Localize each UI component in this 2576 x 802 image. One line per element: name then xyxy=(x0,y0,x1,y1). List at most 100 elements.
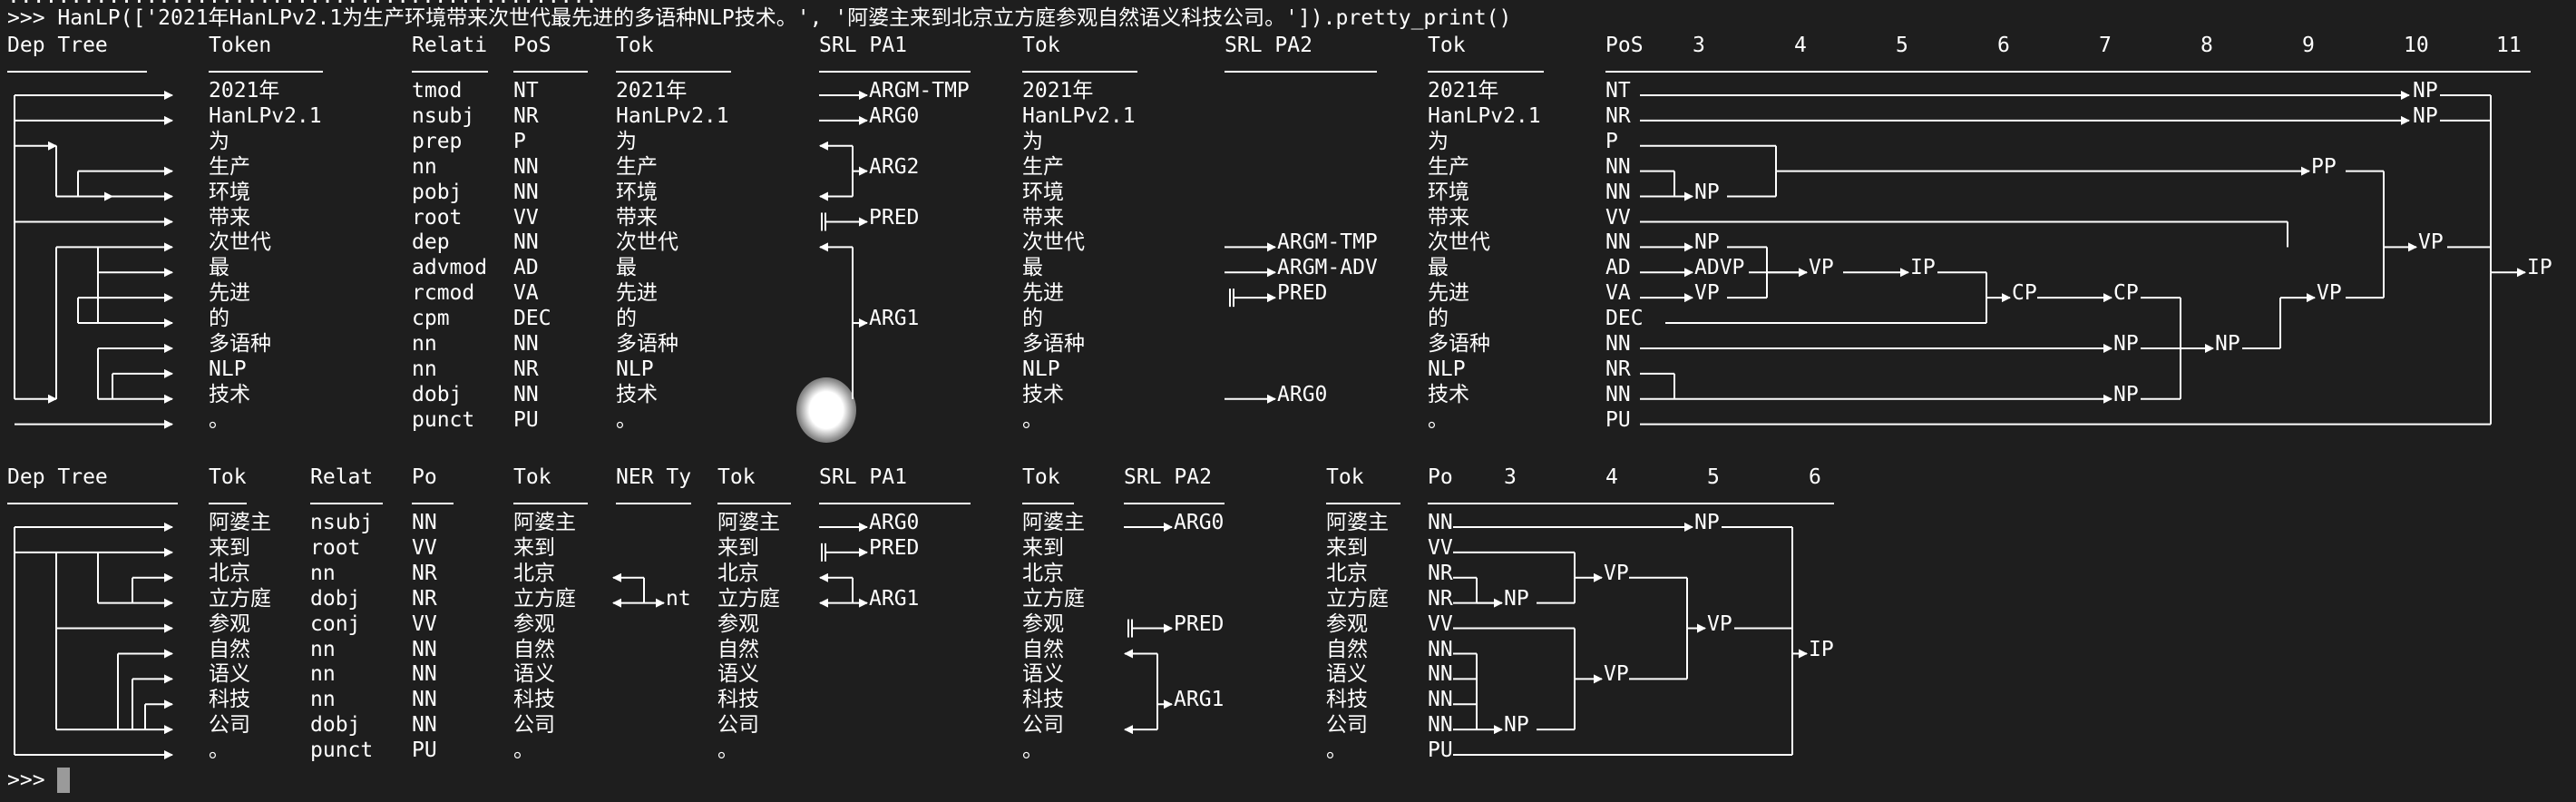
t2-header-2: Relat xyxy=(310,465,374,489)
t2-tok-cell: 北京 xyxy=(513,561,555,585)
t2-pos-cell: NR xyxy=(412,586,437,611)
t2-tok-cell: 北京 xyxy=(209,561,250,585)
t2-pos-cell: PU xyxy=(412,738,437,763)
t1-header-16: 9 xyxy=(2302,34,2315,57)
t1-header-9: PoS xyxy=(1605,34,1644,57)
t2-ner-label: nt xyxy=(666,586,691,611)
t1-relation-cell: rcmod xyxy=(412,281,475,306)
t2-tok-cell: 语义 xyxy=(209,662,250,687)
t1-token-cell: 为 xyxy=(209,129,229,153)
t1-header-14: 7 xyxy=(2099,34,2112,57)
t1-relation-cell: root xyxy=(412,205,463,230)
t2-tok-cell: 参观 xyxy=(209,611,250,636)
t2-tok-cell: 。 xyxy=(209,738,229,763)
t1-tok-cell: NLP xyxy=(616,357,654,381)
t1-constituency-label: NP xyxy=(2113,332,2139,356)
t2-relation-cell: punct xyxy=(310,738,374,763)
t2-srl-pa1-label: ARG0 xyxy=(869,511,920,534)
t2-tok-cell: 。 xyxy=(513,738,534,763)
t2-pos-cell: NN xyxy=(412,688,437,712)
t1-header-13: 6 xyxy=(1997,34,2010,57)
t1-tok-cell: 。 xyxy=(1022,407,1043,432)
t2-tok-cell: 参观 xyxy=(1326,611,1368,636)
t1-tok-cell: 多语种 xyxy=(1022,332,1085,356)
t2-tok-cell: 立方庭 xyxy=(1022,586,1085,611)
t1-tok-cell: 2021年 xyxy=(1428,79,1499,103)
t1-tok-cell: 次世代 xyxy=(616,230,678,255)
t1-tok-cell: 生产 xyxy=(616,154,658,179)
t1-tok-cell: NLP xyxy=(1428,357,1466,381)
t2-tok-cell: 公司 xyxy=(717,713,759,738)
t1-pos-cell: NN xyxy=(513,154,539,179)
t2-tok-cell: 语义 xyxy=(513,662,555,687)
t1-tok-cell: 技术 xyxy=(1022,382,1064,406)
t2-header-12: 3 xyxy=(1504,465,1517,489)
t1-header-3: PoS xyxy=(513,34,551,57)
t1-pos-cell: NN xyxy=(513,230,539,255)
t1-relation-cell: dep xyxy=(412,230,450,255)
t1-tok-cell: 先进 xyxy=(616,281,658,306)
t1-tok-cell: HanLPv2.1 xyxy=(1022,103,1136,128)
t2-pos-cell: VV xyxy=(1428,611,1453,636)
t1-pos-cell: NR xyxy=(513,103,539,128)
t2-tok-cell: 来到 xyxy=(209,535,250,560)
t1-relation-cell: dobj xyxy=(412,382,463,406)
previous-output-line: ........................................… xyxy=(7,0,598,9)
t2-pos-cell: NN xyxy=(1428,637,1453,661)
t1-token-cell: 最 xyxy=(209,256,229,280)
t1-pos-cell: VA xyxy=(513,281,539,306)
t2-tok-cell: 公司 xyxy=(1326,713,1368,738)
t1-pos-cell: VA xyxy=(1605,281,1631,306)
t2-constituency-label: VP xyxy=(1707,611,1732,636)
t1-tok-cell: 的 xyxy=(616,307,637,331)
t2-header-4: Tok xyxy=(513,465,551,489)
t2-tok-cell: 语义 xyxy=(1022,662,1064,687)
t2-tok-cell: 阿婆主 xyxy=(1022,511,1085,534)
t1-header-8: Tok xyxy=(1428,34,1466,57)
t1-srl-pa2-label: ARGM-ADV xyxy=(1277,256,1378,280)
t1-tok-cell: 环境 xyxy=(616,180,658,204)
t1-srl-pa2-label: ARG0 xyxy=(1277,382,1328,406)
input-prompt: >>> xyxy=(7,768,58,792)
t1-header-6: Tok xyxy=(1022,34,1060,57)
t1-constituency-label: PP xyxy=(2311,154,2337,179)
t2-tok-cell: 立方庭 xyxy=(1326,586,1389,611)
t2-header-0: Dep Tree xyxy=(7,465,108,489)
t2-tok-cell: 参观 xyxy=(1022,611,1064,636)
t1-pos-cell: NN xyxy=(1605,180,1631,204)
t2-tok-cell: 来到 xyxy=(1022,535,1064,560)
text-cursor[interactable] xyxy=(57,768,70,793)
t2-srl-pa1-label: PRED xyxy=(869,535,920,560)
t2-pos-cell: NN xyxy=(412,637,437,661)
t1-header-4: Tok xyxy=(616,34,654,57)
t1-constituency-label: NP xyxy=(1694,230,1720,255)
t2-header-9: SRL PA2 xyxy=(1124,465,1212,489)
t1-token-cell: 技术 xyxy=(209,382,250,406)
t1-token-cell: 生产 xyxy=(209,154,250,179)
t2-constituency-label: NP xyxy=(1504,586,1529,611)
t2-relation-cell: dobj xyxy=(310,713,361,738)
t1-constituency-label: NP xyxy=(2413,79,2438,103)
t2-relation-cell: conj xyxy=(310,611,361,636)
t2-tok-cell: 自然 xyxy=(209,637,250,661)
t2-tok-cell: 自然 xyxy=(717,637,759,661)
t1-constituency-label: VP xyxy=(2317,281,2342,306)
t2-tok-cell: 阿婆主 xyxy=(513,511,576,534)
t1-srl-pa1-label: ARG1 xyxy=(869,307,920,331)
t1-tok-cell: 为 xyxy=(616,129,637,153)
t1-constituency-label: NP xyxy=(2113,382,2139,406)
t1-pos-cell: NR xyxy=(1605,103,1631,128)
t2-pos-cell: NN xyxy=(1428,511,1453,534)
t1-constituency-label: NP xyxy=(2413,103,2438,128)
t1-relation-cell: cpm xyxy=(412,307,450,331)
t2-pos-cell: NN xyxy=(412,662,437,687)
t1-relation-cell: tmod xyxy=(412,79,463,103)
t1-tok-cell: 带来 xyxy=(1428,205,1469,230)
t2-constituency-label: IP xyxy=(1809,637,1834,661)
t2-tok-cell: 来到 xyxy=(513,535,555,560)
t2-srl-pa1-label: ARG1 xyxy=(869,586,920,611)
t1-header-5: SRL PA1 xyxy=(819,34,907,57)
t1-relation-cell: nsubj xyxy=(412,103,475,128)
